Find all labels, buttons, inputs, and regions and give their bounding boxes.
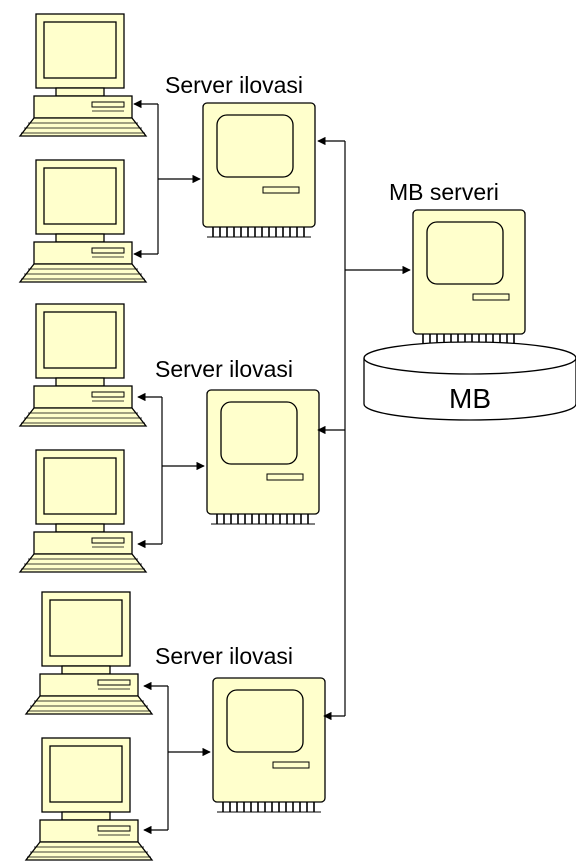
client-computer-icon xyxy=(25,591,153,715)
database-cylinder-icon xyxy=(363,341,576,421)
client-computer-icon xyxy=(19,13,147,137)
db-server-icon xyxy=(412,209,526,345)
app-server-label: Server ilovasi xyxy=(165,72,303,98)
db-server-label: MB serveri xyxy=(389,179,499,205)
connector-group-1 xyxy=(133,99,201,259)
database-label: MB xyxy=(449,383,491,414)
client-computer-icon xyxy=(19,449,147,573)
client-computer-icon xyxy=(25,737,153,861)
app-server-label: Server ilovasi xyxy=(155,643,293,669)
client-computer-icon xyxy=(19,159,147,283)
connector-group-2 xyxy=(137,392,205,549)
client-computer-icon xyxy=(19,303,147,427)
app-server-icon xyxy=(202,102,316,238)
connector-group-3 xyxy=(143,681,211,835)
app-server-icon xyxy=(206,389,320,525)
app-server-icon xyxy=(212,677,326,813)
backbone-connector xyxy=(317,136,411,721)
app-server-label: Server ilovasi xyxy=(155,356,293,382)
